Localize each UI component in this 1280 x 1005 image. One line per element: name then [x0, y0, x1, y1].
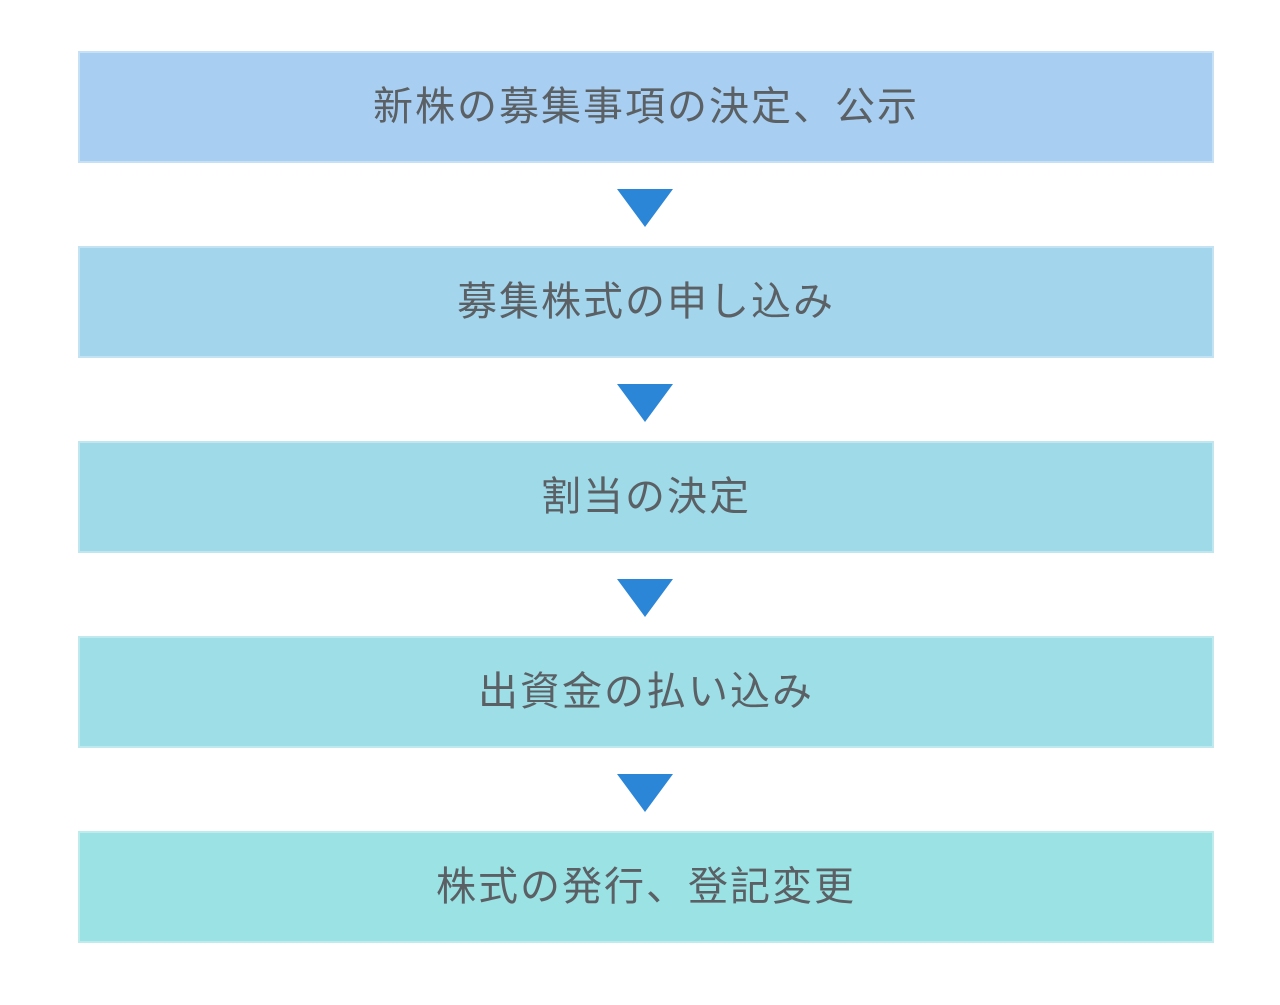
- flow-step-4-label: 出資金の払い込み: [478, 670, 814, 714]
- flow-step-1: 新株の募集事項の決定、公示: [78, 51, 1214, 163]
- flow-step-3: 割当の決定: [78, 441, 1214, 553]
- down-arrow-icon: [617, 189, 673, 227]
- flow-step-5: 株式の発行、登記変更: [78, 831, 1214, 943]
- flow-step-2-label: 募集株式の申し込み: [457, 280, 835, 324]
- down-arrow-icon: [617, 774, 673, 812]
- down-arrow-icon: [617, 384, 673, 422]
- flow-step-5-label: 株式の発行、登記変更: [436, 865, 856, 909]
- flow-step-4: 出資金の払い込み: [78, 636, 1214, 748]
- flow-step-3-label: 割当の決定: [541, 475, 751, 519]
- flow-step-2: 募集株式の申し込み: [78, 246, 1214, 358]
- flow-step-1-label: 新株の募集事項の決定、公示: [373, 85, 919, 129]
- down-arrow-icon: [617, 579, 673, 617]
